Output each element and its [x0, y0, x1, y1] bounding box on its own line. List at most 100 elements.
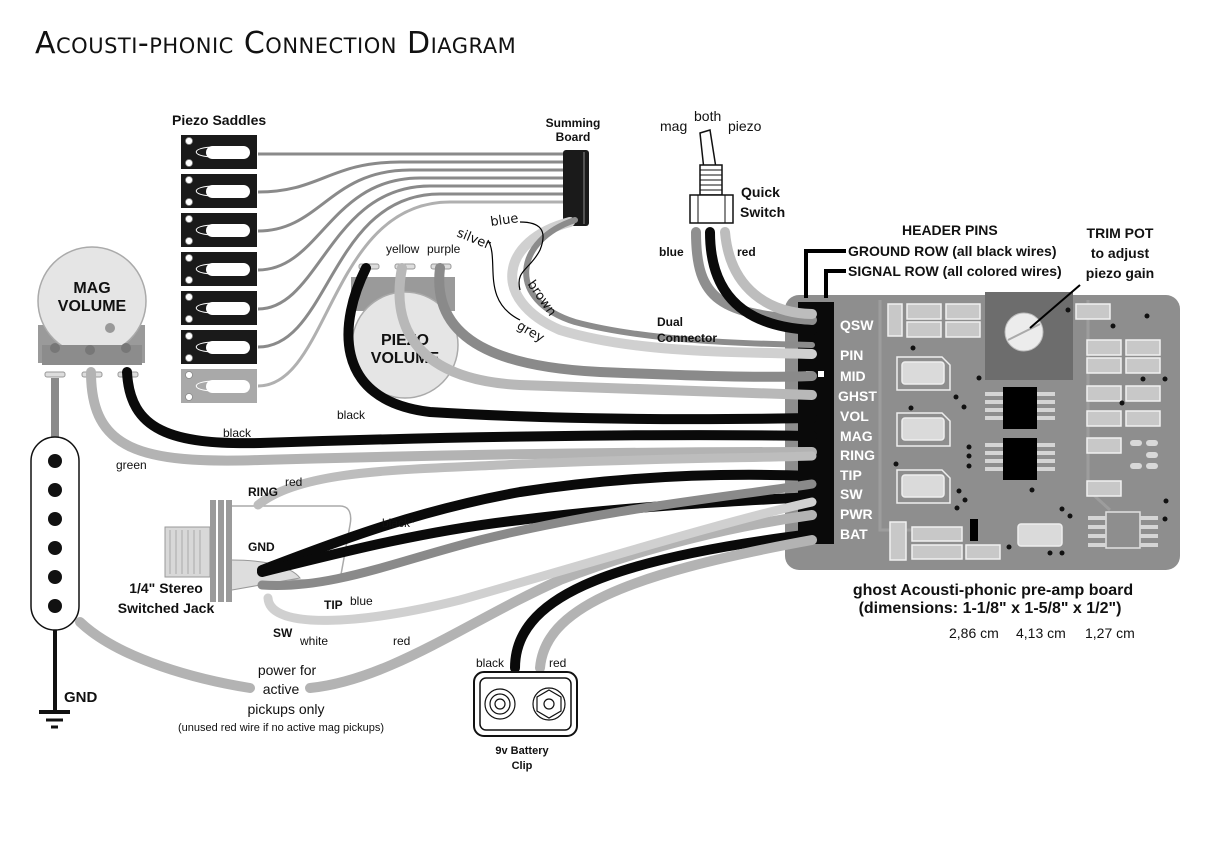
- jack-wire-black-1: [257, 469, 817, 575]
- jack-wire-white: [263, 497, 817, 625]
- saddle-wires: [257, 152, 565, 388]
- pin-ring: RING: [840, 447, 875, 463]
- vias: [893, 307, 1169, 556]
- switch-wire-red-label: red: [737, 245, 756, 259]
- dual-connector-label-1: Dual: [657, 315, 683, 329]
- piezo-saddles-label: Piezo Saddles: [172, 112, 266, 128]
- wire-label-piezo-black: black: [337, 408, 366, 422]
- piezo-saddles: [181, 135, 257, 403]
- mag-volume-label-1: MAG: [73, 280, 110, 297]
- mag-pickup: [30, 436, 80, 729]
- qsw-wire-black: [705, 227, 817, 335]
- trim-pot-label-1: TRIM POT: [1087, 225, 1154, 241]
- header-pins-title: HEADER PINS: [902, 222, 998, 238]
- piezo-wire-black: [343, 263, 817, 425]
- piezo-saddle: [181, 252, 257, 286]
- qsw-wire-blue: [691, 227, 817, 325]
- jack-label-1: 1/4" Stereo: [129, 580, 203, 596]
- battery-terminal-positive: [532, 687, 566, 721]
- pin-mid: MID: [840, 368, 866, 384]
- battery-wire-black: [510, 529, 817, 673]
- trim-pot-label-2: to adjust: [1091, 245, 1150, 261]
- piezo-wire-yellow: [394, 263, 817, 400]
- mag-wire-green: [86, 367, 817, 466]
- signal-row-bracket: [824, 269, 846, 298]
- board-metric-height: 1,27 cm: [1085, 625, 1135, 641]
- resistors: [887, 303, 1161, 561]
- jack-gnd-label: GND: [248, 540, 275, 554]
- piezo-saddle: [181, 291, 257, 325]
- ground-row-bracket: [804, 249, 846, 298]
- trim-pot-pointer: [1029, 284, 1081, 329]
- pin-ghst: GHST: [838, 388, 877, 404]
- ground-label: GND: [64, 689, 98, 706]
- jack-sw-label: SW: [273, 626, 293, 640]
- mag-volume-pot[interactable]: [37, 246, 147, 378]
- pin-pin: PIN: [840, 347, 863, 363]
- summing-board-label-2: Board: [556, 130, 591, 144]
- summing-board-label-1: Summing: [546, 116, 601, 130]
- board-dimensions: (dimensions: 1-1/8" x 1-5/8" x 1/2"): [859, 600, 1122, 617]
- power-note-1: power for: [258, 662, 317, 678]
- summing-board: [563, 150, 589, 226]
- jack-ring-label: RING: [248, 485, 278, 499]
- board-pin-labels: QSW PIN MID GHST VOL MAG RING TIP SW PWR…: [838, 317, 877, 542]
- pin-mag: MAG: [840, 428, 873, 444]
- mag-wire-black: [122, 367, 817, 449]
- wire-label-jack-white: white: [299, 634, 328, 648]
- battery-wire-black-label: black: [476, 656, 505, 670]
- jack-wire-black-2: [257, 492, 817, 577]
- wire-label-jack-red: red: [285, 475, 302, 489]
- ic-chip-2: [985, 438, 1055, 480]
- pin-bat: BAT: [840, 526, 868, 542]
- power-note-4: (unused red wire if no active mag pickup…: [178, 722, 384, 734]
- silver-grey-callout: [487, 239, 521, 321]
- pin-tip: TIP: [840, 467, 862, 483]
- piezo-saddle: [181, 330, 257, 364]
- wire-label-green: green: [116, 458, 147, 472]
- power-wire-right: [305, 510, 817, 693]
- ic-chip-1: [985, 387, 1055, 429]
- battery-terminal-negative: [484, 688, 516, 720]
- board-name: ghost Acousti-phonic pre-amp board: [853, 582, 1133, 599]
- battery-wire-red: [535, 535, 817, 673]
- quick-switch-label-2: Switch: [740, 204, 785, 220]
- wire-label-mag-black: black: [223, 426, 252, 440]
- mag-volume-label-2: VOLUME: [58, 298, 127, 315]
- battery-clip[interactable]: [473, 671, 578, 737]
- pin-sw: SW: [840, 486, 863, 502]
- wire-label-yellow: yellow: [386, 242, 420, 256]
- jack-wire-blue: [257, 479, 817, 591]
- trim-pot-label-3: piezo gain: [1086, 265, 1154, 281]
- battery-wire-red-label: red: [549, 656, 566, 670]
- signal-row-label: SIGNAL ROW (all colored wires): [848, 263, 1062, 279]
- ic-chip-3: [1088, 511, 1158, 549]
- qsw-wire-red: [720, 227, 817, 319]
- switch-wire-blue-label: blue: [659, 245, 684, 259]
- ground-row-label: GROUND ROW (all black wires): [848, 243, 1056, 259]
- capacitors: [896, 356, 1063, 547]
- jack-label-2: Switched Jack: [118, 600, 215, 616]
- wire-label-power-red: red: [393, 634, 410, 648]
- power-wire-left: [75, 617, 255, 693]
- wire-label-jack-blue: blue: [350, 594, 373, 608]
- quick-switch[interactable]: [689, 129, 734, 224]
- blue-brown-callout: [518, 221, 544, 291]
- quick-switch-label-1: Quick: [741, 184, 780, 200]
- battery-label-2: Clip: [512, 760, 533, 772]
- power-note-2: active: [263, 681, 300, 697]
- pin-vol: VOL: [840, 408, 869, 424]
- piezo-saddle: [181, 213, 257, 247]
- dual-connector-label-2: Connector: [657, 331, 717, 345]
- piezo-wire-purple: [434, 263, 817, 382]
- piezo-saddle: [181, 369, 257, 403]
- diagram-title: Acousti-phonic Connection Diagram: [35, 26, 517, 61]
- dual-connector-wire-light: [507, 217, 817, 359]
- jack-wire-red: [253, 451, 817, 510]
- battery-label-1: 9v Battery: [495, 745, 549, 757]
- switch-pos-both: both: [694, 108, 721, 124]
- switch-pos-piezo: piezo: [728, 118, 762, 134]
- pin-pwr: PWR: [840, 506, 873, 522]
- board-metric-length: 4,13 cm: [1016, 625, 1066, 641]
